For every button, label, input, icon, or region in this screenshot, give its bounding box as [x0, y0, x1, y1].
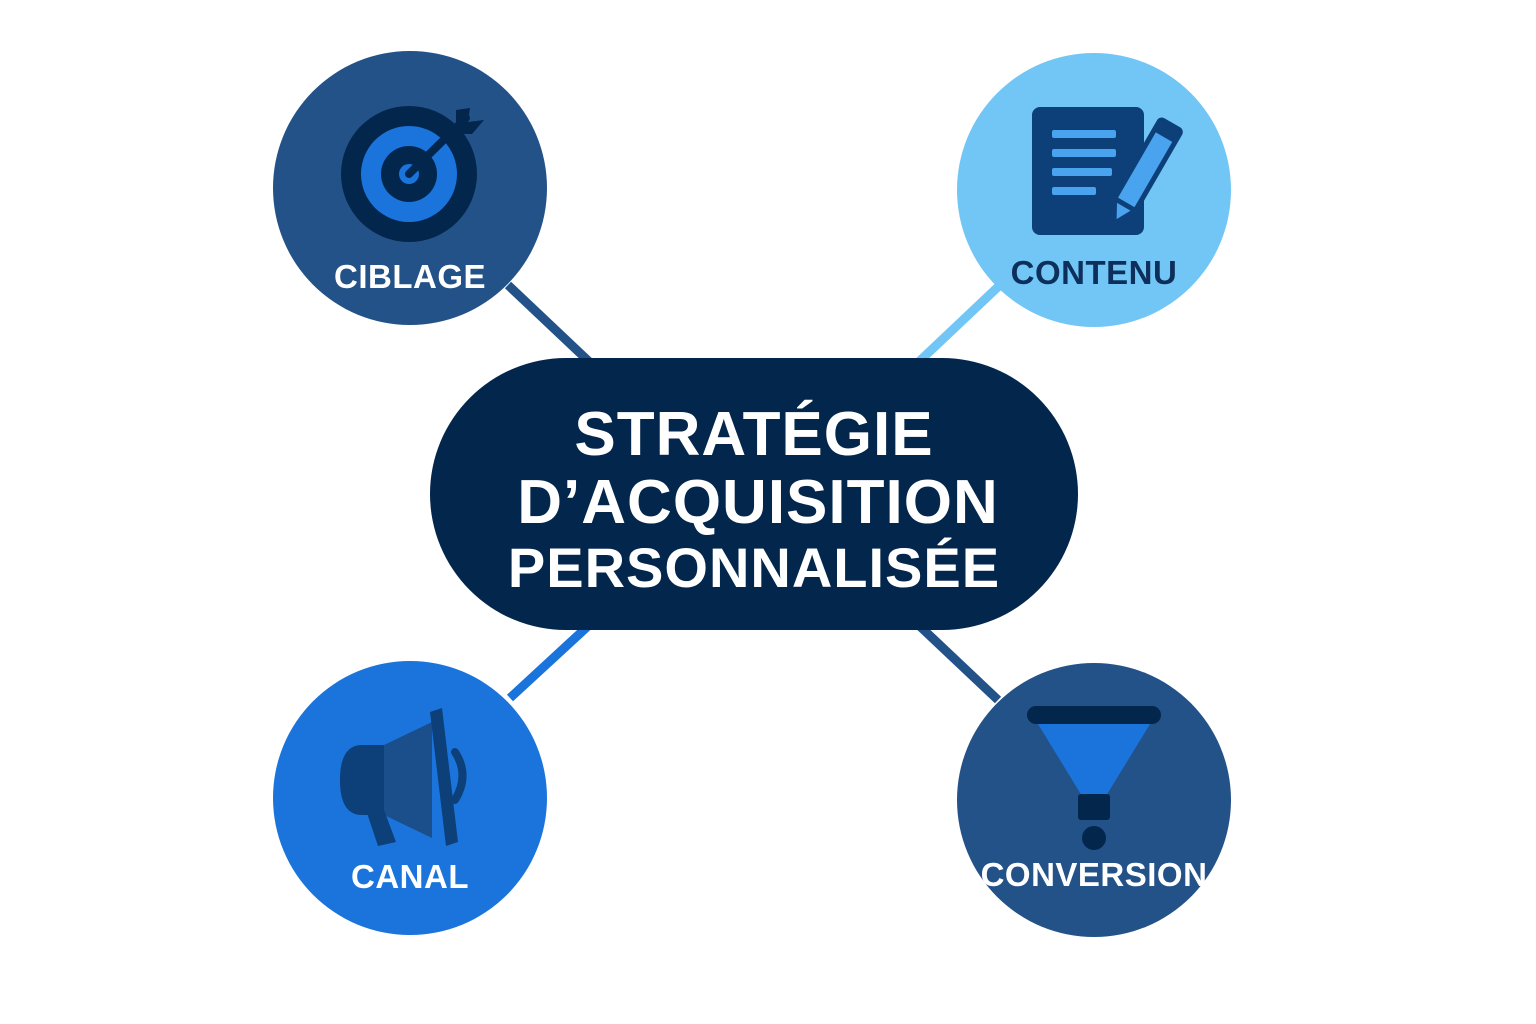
target-icon [341, 106, 484, 242]
center-node: STRATÉGIE D’ACQUISITION PERSONNALISÉE [430, 358, 1078, 630]
node-canal-label: CANAL [351, 858, 469, 895]
center-title-line2: D’ACQUISITION [517, 468, 998, 537]
node-conversion: CONVERSION [957, 663, 1231, 937]
funnel-icon [1027, 706, 1161, 850]
node-ciblage: CIBLAGE [273, 51, 547, 325]
node-conversion-label: CONVERSION [981, 856, 1208, 893]
center-pill [430, 358, 1078, 630]
center-title-line1: STRATÉGIE [574, 400, 933, 469]
node-canal: CANAL [273, 661, 547, 935]
document-pencil-icon [1032, 107, 1183, 235]
connector-ciblage [504, 281, 604, 376]
node-ciblage-label: CIBLAGE [334, 258, 486, 295]
node-contenu-label: CONTENU [1011, 254, 1178, 291]
node-contenu: CONTENU [957, 53, 1231, 327]
center-title-line3: PERSONNALISÉE [508, 536, 1000, 599]
megaphone-icon [340, 708, 467, 846]
connector-contenu [904, 281, 1004, 376]
